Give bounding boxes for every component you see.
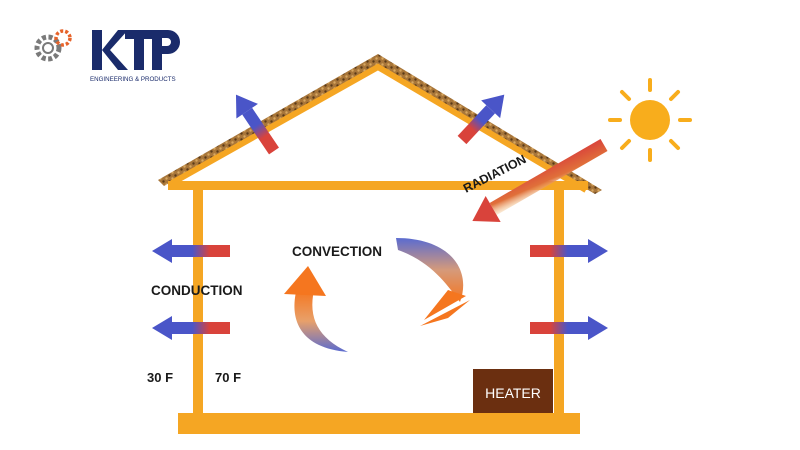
ktp-logo-mark bbox=[92, 30, 180, 70]
heater: HEATER bbox=[473, 369, 553, 413]
convection-arrow-right bbox=[396, 238, 470, 326]
radiation-arrow bbox=[472, 138, 608, 222]
inside-temperature-label: 70 F bbox=[215, 370, 241, 385]
conduction-arrow-right-top bbox=[530, 239, 608, 263]
roof bbox=[158, 54, 602, 194]
heater-label: HEATER bbox=[485, 385, 541, 401]
logo-tagline: ENGINEERING & PRODUCTS bbox=[90, 76, 176, 83]
roof-heat-arrow-right bbox=[457, 94, 505, 145]
right-wall bbox=[554, 190, 564, 418]
conduction-label: CONDUCTION bbox=[151, 283, 243, 298]
conduction-arrow-left-bottom bbox=[152, 316, 230, 340]
gear-icon bbox=[34, 29, 72, 62]
outside-temperature-label: 30 F bbox=[147, 370, 173, 385]
convection-label: CONVECTION bbox=[292, 244, 382, 259]
roof-heat-arrow-left bbox=[235, 94, 279, 155]
house bbox=[158, 54, 602, 434]
convection-arrow-left bbox=[284, 266, 348, 352]
floor bbox=[178, 413, 580, 434]
conduction-arrow-right-bottom bbox=[530, 316, 608, 340]
sun-icon bbox=[608, 78, 692, 162]
ceiling-beam bbox=[168, 181, 588, 190]
left-wall bbox=[193, 190, 203, 418]
conduction-arrow-left-top bbox=[152, 239, 230, 263]
logo: ENGINEERING & PRODUCTS bbox=[34, 29, 180, 83]
roof-inner-beam bbox=[170, 63, 588, 193]
